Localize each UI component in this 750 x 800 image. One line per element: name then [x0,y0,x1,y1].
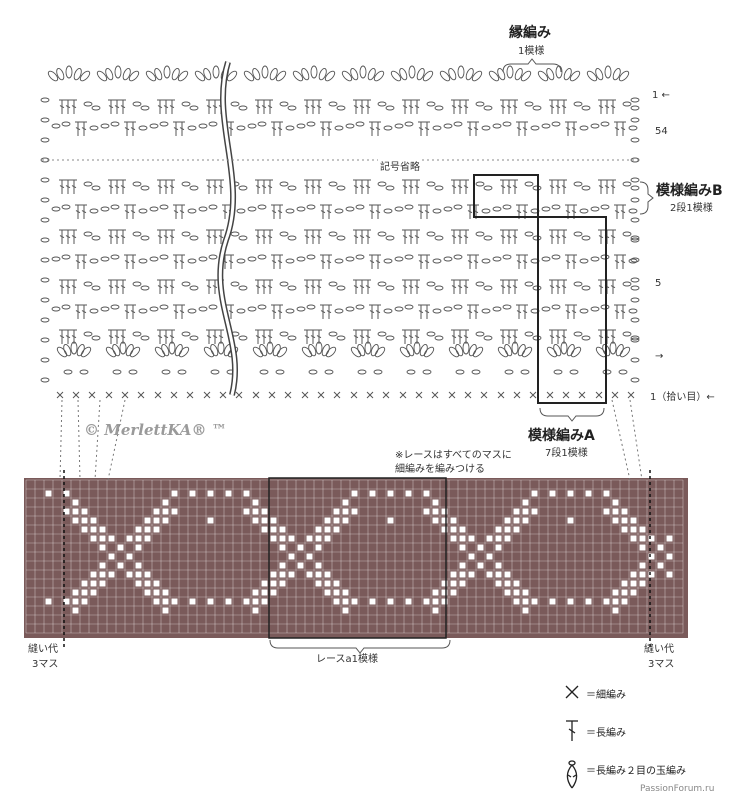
break-line-inner [218,61,237,396]
lace-strip [24,478,688,638]
pattern-a-box [537,216,607,404]
pattern-b-brace [639,181,654,215]
pattern-a-brace [539,407,605,422]
omitted-note: 記号省略 [378,158,422,173]
double-crochet-icon [566,720,578,741]
row-label-1-top: 1 ← [652,90,670,101]
lace-note-line2: 細編みを編みつける [395,464,485,475]
legend-label-single: ＝細編み [586,690,626,701]
single-crochet-icon [565,685,579,699]
legend-label-cluster: ＝長編み２目の玉編み [586,766,686,777]
row-label-5: 5 [655,278,662,289]
pattern-b-box [473,174,539,218]
chart-symbol-rows [40,65,640,399]
edging-title: 縁編み [509,25,551,41]
pattern-b-repeat: 2段1模様 [670,203,713,214]
lace-repeat-label: レースa1模様 [316,654,378,665]
seam-right-label-2: 3マス [648,659,675,670]
row-label-54: 54 [655,126,668,137]
legend-label-double: ＝長編み [586,728,626,739]
seam-left-label-2: 3マス [32,659,59,670]
lace-repeat-box [268,477,447,639]
guide-dotted-lines [59,399,643,481]
footer-credit: PassionForum.ru [640,784,715,794]
pattern-a-repeat: 7段1模様 [545,448,588,459]
row-label-1-bottom: 1（拾い目）← [650,392,715,403]
row-arrow-right: → [655,351,664,362]
edging-brace [502,58,562,73]
seam-left-label-1: 縫い代 [28,644,58,655]
pattern-b-title: 模様編みB [656,183,723,199]
lace-note-line1: ※レースはすべてのマスに [395,450,512,461]
edging-repeat-label: 1模様 [518,46,545,57]
lace-repeat-brace [269,639,451,654]
watermark: © MerlettKA® ™ [84,421,227,439]
dc2-cluster-icon [566,760,578,789]
seam-right-label-1: 縫い代 [644,644,674,655]
pattern-a-title: 模様編みA [528,428,595,444]
